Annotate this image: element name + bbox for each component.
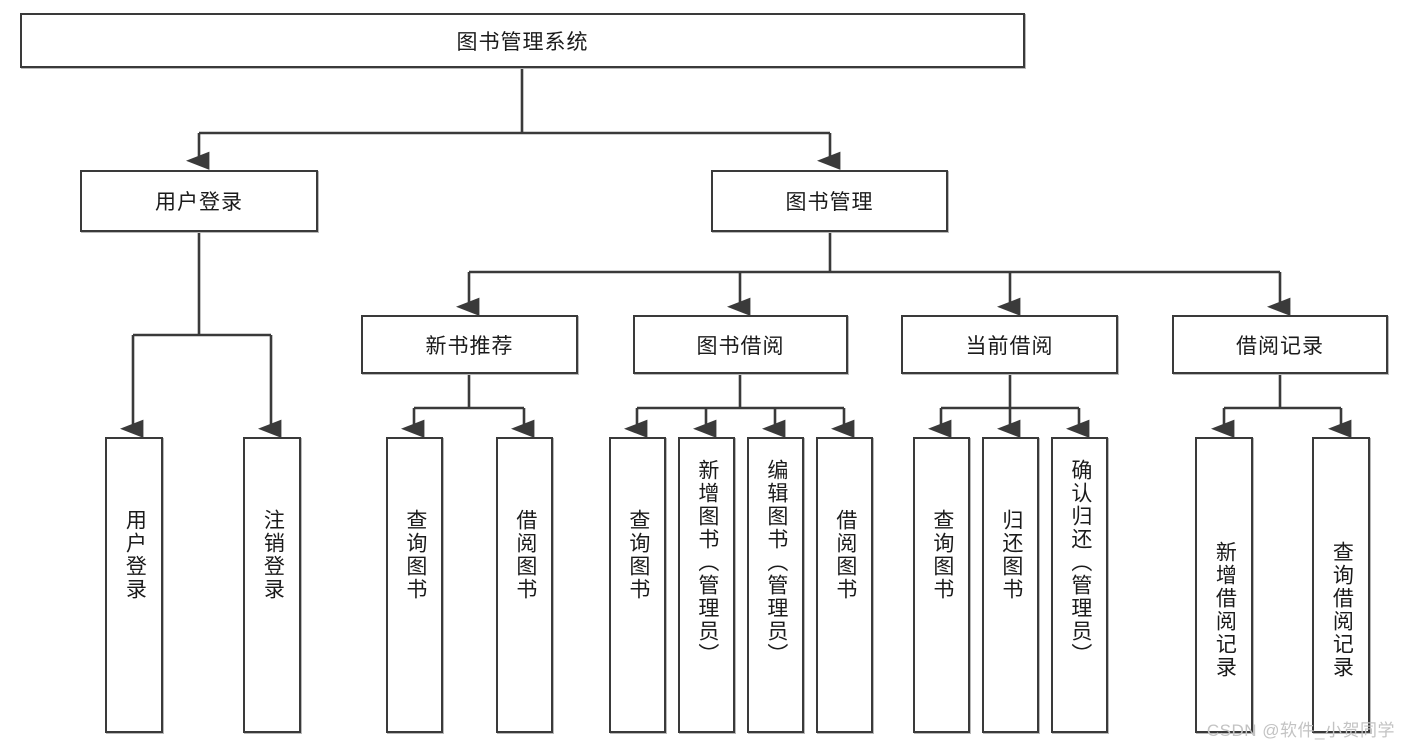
leaf-query-borrow-record[interactable]: 查询借阅记录 bbox=[1312, 437, 1370, 733]
leaf-return-book[interactable]: 归还图书 bbox=[982, 437, 1039, 733]
node-label: 归还图书 bbox=[999, 509, 1023, 601]
leaf-borrow-book-recommend[interactable]: 借阅图书 bbox=[496, 437, 553, 733]
leaf-query-book-current[interactable]: 查询图书 bbox=[913, 437, 970, 733]
node-label: 编辑图书（管理员） bbox=[764, 459, 788, 666]
node-borrow-record[interactable]: 借阅记录 bbox=[1172, 315, 1388, 374]
leaf-query-book-borrow[interactable]: 查询图书 bbox=[609, 437, 666, 733]
node-root-book-management-system[interactable]: 图书管理系统 bbox=[20, 13, 1025, 68]
leaf-add-book-admin[interactable]: 新增图书（管理员） bbox=[678, 437, 735, 733]
node-user-login[interactable]: 用户登录 bbox=[80, 170, 318, 232]
leaf-add-borrow-record[interactable]: 新增借阅记录 bbox=[1195, 437, 1253, 733]
node-label: 图书借阅 bbox=[696, 334, 785, 358]
leaf-edit-book-admin[interactable]: 编辑图书（管理员） bbox=[747, 437, 804, 733]
node-label: 当前借阅 bbox=[965, 334, 1054, 358]
node-current-borrow[interactable]: 当前借阅 bbox=[901, 315, 1118, 374]
node-label: 新书推荐 bbox=[425, 334, 514, 358]
node-label: 借阅图书 bbox=[833, 509, 857, 601]
node-label: 图书管理系统 bbox=[456, 30, 589, 54]
node-new-book-recommend[interactable]: 新书推荐 bbox=[361, 315, 578, 374]
node-book-borrow[interactable]: 图书借阅 bbox=[633, 315, 848, 374]
node-label: 注销登录 bbox=[261, 509, 285, 601]
node-label: 借阅图书 bbox=[513, 509, 537, 601]
leaf-logout[interactable]: 注销登录 bbox=[243, 437, 301, 733]
node-label: 查询图书 bbox=[626, 509, 650, 601]
node-label: 新增图书（管理员） bbox=[695, 459, 719, 666]
node-label: 确认归还（管理员） bbox=[1068, 459, 1092, 666]
node-label: 图书管理 bbox=[785, 191, 874, 214]
node-label: 借阅记录 bbox=[1236, 334, 1324, 358]
node-label: 查询图书 bbox=[403, 509, 427, 601]
watermark-text: CSDN @软件_小贺同学 bbox=[1206, 721, 1395, 740]
node-label: 用户登录 bbox=[123, 509, 147, 601]
node-label: 查询图书 bbox=[930, 509, 954, 601]
node-label: 用户登录 bbox=[155, 191, 243, 214]
leaf-confirm-return-admin[interactable]: 确认归还（管理员） bbox=[1051, 437, 1108, 733]
node-label: 查询借阅记录 bbox=[1330, 541, 1354, 679]
node-label: 新增借阅记录 bbox=[1213, 541, 1237, 679]
leaf-query-book-recommend[interactable]: 查询图书 bbox=[386, 437, 443, 733]
leaf-borrow-book[interactable]: 借阅图书 bbox=[816, 437, 873, 733]
leaf-user-login[interactable]: 用户登录 bbox=[105, 437, 163, 733]
node-book-management[interactable]: 图书管理 bbox=[711, 170, 948, 232]
